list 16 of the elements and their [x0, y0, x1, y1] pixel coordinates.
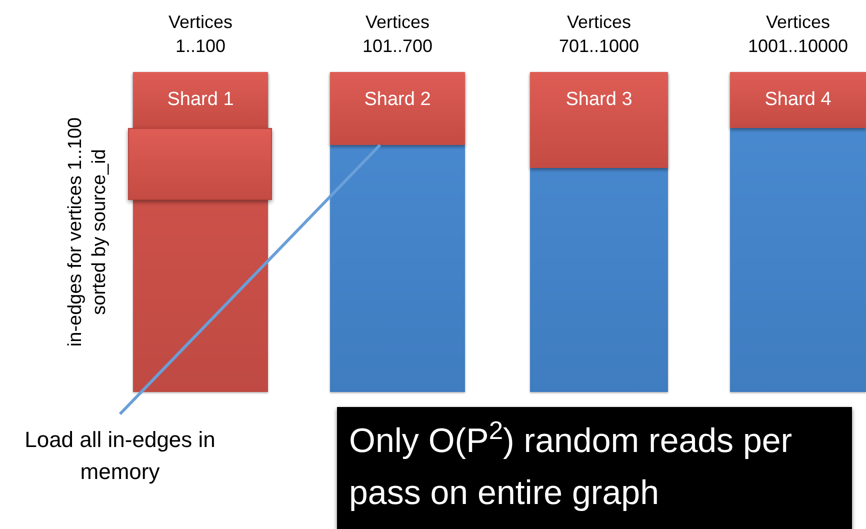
callout-box: Only O(P$^{2}$) random reads per pass on entire graph: [337, 407, 852, 529]
shard-header: Shard 2: [330, 72, 465, 145]
memory-window-block: [128, 128, 272, 200]
shard-column: [530, 72, 668, 392]
shard-column: [730, 72, 866, 392]
vertex-range-heading: Vertices 101..700: [362, 11, 433, 58]
vertex-range-heading: Vertices 1001..10000: [748, 11, 848, 58]
shard-column: [330, 72, 465, 392]
shard-header: Shard 1: [133, 72, 268, 128]
axis-label: in-edges for vertices 1..100 sorted by source_id: [64, 116, 111, 349]
vertex-range-heading: Vertices 1..100: [168, 11, 233, 58]
shard-header: Shard 3: [530, 72, 668, 168]
vertex-range-heading: Vertices 701..1000: [558, 11, 640, 58]
leader-line: [118, 144, 382, 416]
shard-header: Shard 4: [730, 72, 866, 128]
annotation-text: Load all in-edges in memory: [20, 420, 220, 492]
